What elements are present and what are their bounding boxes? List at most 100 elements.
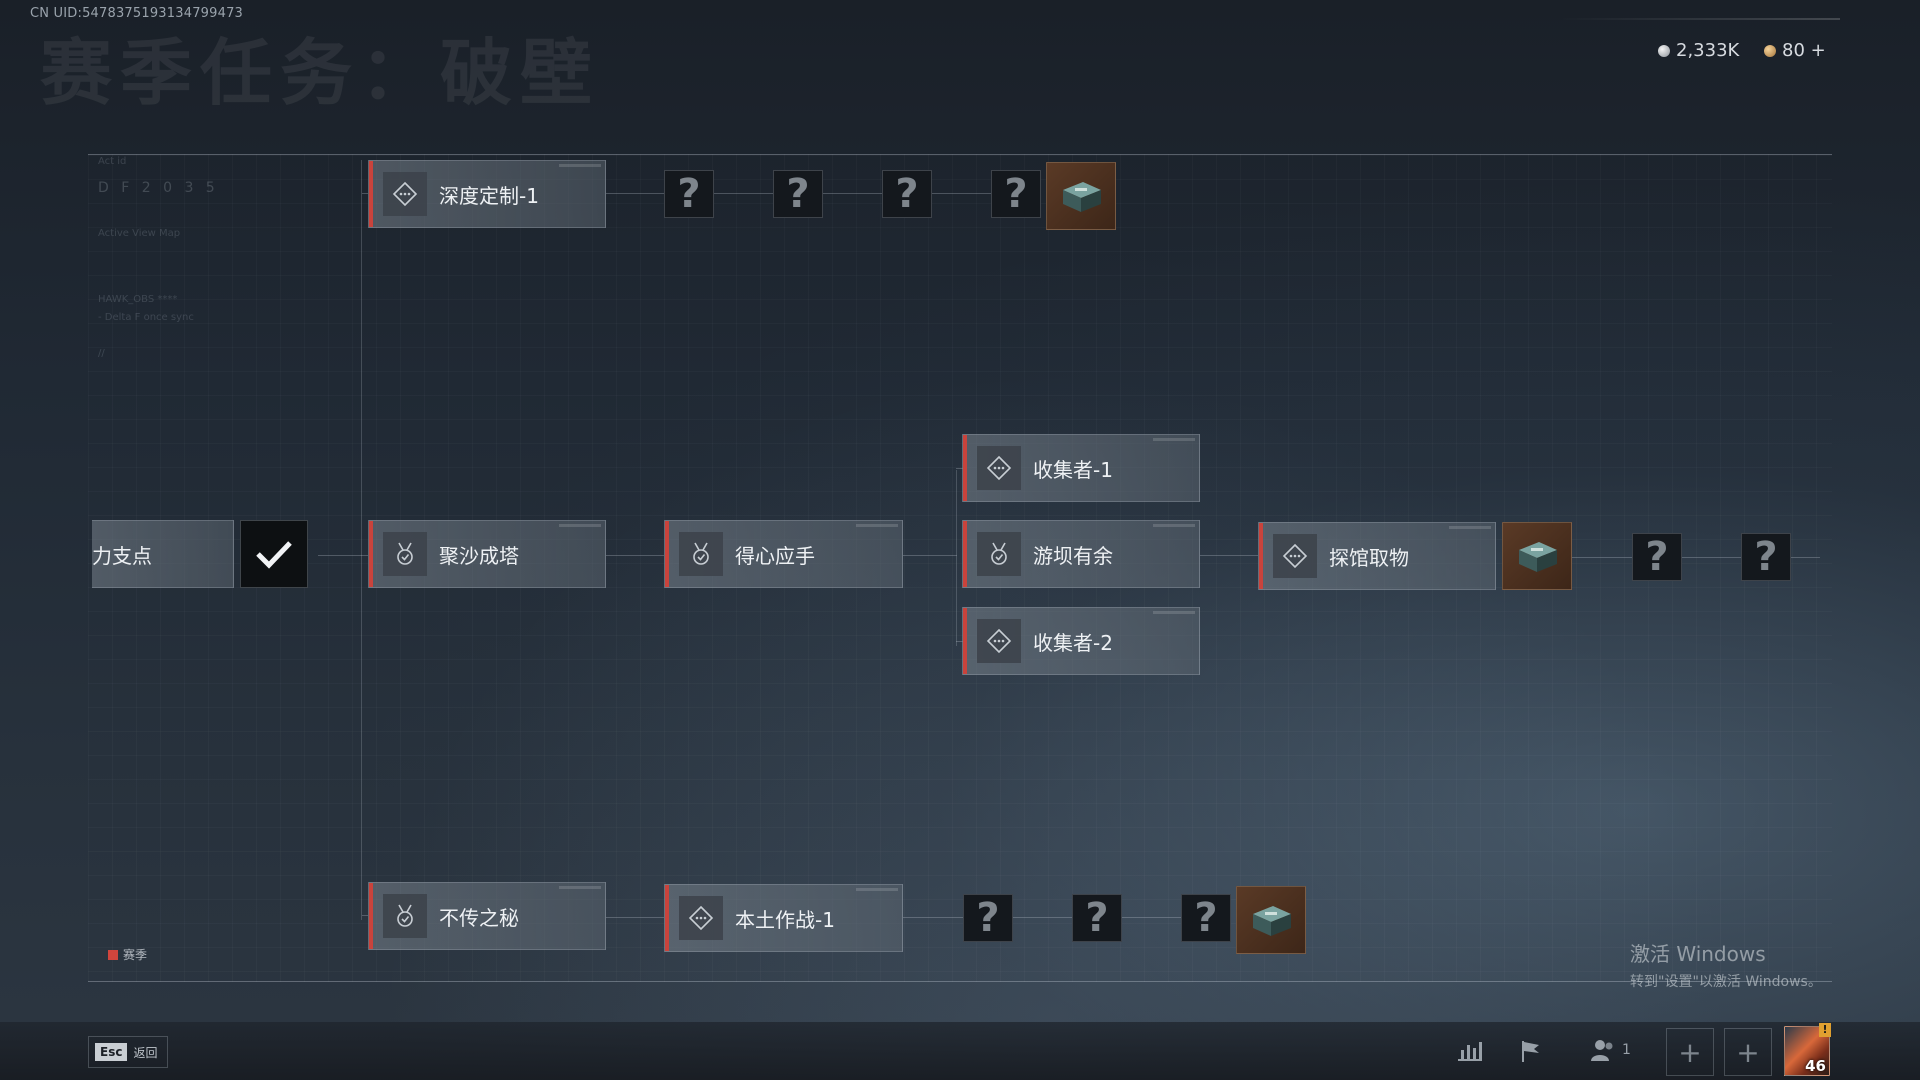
connector-line — [1200, 555, 1258, 556]
side-info-line: HAWK_OBS **** — [98, 294, 178, 305]
diamond-target-icon — [977, 619, 1021, 663]
node-corner-mark — [559, 164, 601, 167]
quest-accent-bar — [369, 883, 373, 949]
back-button[interactable]: Esc 返回 — [88, 1036, 169, 1068]
tree-trunk-line — [361, 160, 362, 920]
party-members[interactable]: 1 — [1590, 1038, 1631, 1062]
connector-line — [956, 468, 964, 469]
diamond-target-icon — [1273, 534, 1317, 578]
connector-line — [362, 555, 368, 556]
locked-quest-node[interactable]: ? — [1632, 533, 1682, 581]
stats-icon[interactable] — [1456, 1038, 1484, 1062]
side-info-line: Act id — [98, 156, 127, 167]
quest-node-surplus[interactable]: 游坝有余 — [962, 520, 1200, 588]
player-uid: CN UID:5478375193134799473 — [30, 6, 244, 21]
back-label: 返回 — [133, 1045, 158, 1060]
silver-currency: 2,333K — [1658, 40, 1739, 61]
watermark-title: 激活 Windows — [1630, 942, 1766, 966]
quest-label: 游坝有余 — [1033, 543, 1113, 568]
quest-label: 不传之秘 — [439, 905, 519, 930]
diamond-target-icon — [383, 172, 427, 216]
add-party-slot-button[interactable]: + — [1724, 1028, 1772, 1076]
page-background-title: 赛季任务：破壁 — [40, 31, 601, 115]
node-corner-mark — [856, 888, 898, 891]
header-divider — [1560, 18, 1840, 20]
node-corner-mark — [559, 886, 601, 889]
side-info-line: Active View Map — [98, 228, 181, 239]
connector-line — [932, 193, 991, 194]
connector-line — [362, 915, 368, 916]
locked-quest-node[interactable]: ? — [664, 170, 714, 218]
quest-node-collector-2[interactable]: 收集者-2 — [962, 607, 1200, 675]
quest-node-museum-retrieval[interactable]: 探馆取物 — [1258, 522, 1496, 590]
quest-label: 深度定制-1 — [439, 183, 539, 208]
quest-accent-bar — [665, 885, 669, 951]
quest-node-home-battle[interactable]: 本土作战-1 — [664, 884, 903, 952]
season-legend-label: 赛季 — [123, 948, 148, 962]
side-df-code: D F 2 0 3 5 — [98, 180, 219, 196]
season-color-swatch — [108, 949, 118, 960]
locked-quest-node[interactable]: ? — [1741, 533, 1791, 581]
node-corner-mark — [1153, 438, 1195, 441]
reward-chest-icon[interactable] — [1236, 886, 1306, 954]
quest-label: 聚沙成塔 — [439, 543, 519, 568]
quest-node-deep-customization[interactable]: 深度定制-1 — [368, 160, 606, 228]
connector-line — [318, 555, 362, 556]
node-corner-mark — [1449, 526, 1491, 529]
connector-line — [362, 193, 368, 194]
quest-node-collector-1[interactable]: 收集者-1 — [962, 434, 1200, 502]
quest-accent-bar — [963, 521, 967, 587]
quest-node-fulcrum[interactable]: 力支点 — [92, 520, 234, 588]
connector-line — [714, 193, 773, 194]
bottom-bar — [0, 1022, 1920, 1080]
gold-currency[interactable]: 80 + — [1764, 40, 1826, 61]
player-avatar[interactable]: ! 46 — [1784, 1023, 1831, 1076]
medal-icon — [383, 532, 427, 576]
locked-quest-node[interactable]: ? — [882, 170, 932, 218]
locked-quest-node[interactable]: ? — [773, 170, 823, 218]
branch-line — [956, 470, 957, 646]
quest-accent-bar — [369, 521, 373, 587]
flag-icon[interactable] — [1518, 1038, 1544, 1064]
connector-line — [1013, 917, 1072, 918]
quest-accent-bar — [665, 521, 669, 587]
locked-quest-node[interactable]: ? — [963, 894, 1013, 942]
completed-check-icon[interactable] — [240, 520, 308, 588]
quest-accent-bar — [963, 608, 967, 674]
connector-line — [903, 555, 957, 556]
reward-chest-icon[interactable] — [1502, 522, 1572, 590]
connector-line — [606, 917, 664, 918]
node-corner-mark — [856, 524, 898, 527]
player-level: 46 — [1805, 1057, 1826, 1075]
add-party-slot-button[interactable]: + — [1666, 1028, 1714, 1076]
side-info-line: // — [98, 348, 105, 359]
node-corner-mark — [559, 524, 601, 527]
diamond-target-icon — [977, 446, 1021, 490]
quest-accent-bar — [1259, 523, 1263, 589]
locked-quest-node[interactable]: ? — [1072, 894, 1122, 942]
connector-line — [956, 641, 964, 642]
quest-node-proficient[interactable]: 得心应手 — [664, 520, 903, 588]
quest-label: 得心应手 — [735, 543, 815, 568]
silver-amount: 2,333K — [1676, 40, 1740, 61]
locked-quest-node[interactable]: ? — [991, 170, 1041, 218]
connector-line — [1682, 557, 1741, 558]
watermark-subtitle: 转到"设置"以激活 Windows。 — [1630, 974, 1822, 990]
node-corner-mark — [1153, 524, 1195, 527]
locked-quest-node[interactable]: ? — [1181, 894, 1231, 942]
reward-chest-icon[interactable] — [1046, 162, 1116, 230]
quest-label: 本土作战-1 — [735, 907, 835, 932]
medal-icon — [679, 532, 723, 576]
quest-node-secret[interactable]: 不传之秘 — [368, 882, 606, 950]
connector-line — [606, 555, 664, 556]
season-legend: 赛季 — [108, 946, 147, 963]
quest-label: 收集者-1 — [1033, 457, 1113, 482]
diamond-target-icon — [679, 896, 723, 940]
connector-line — [823, 193, 882, 194]
connector-line — [903, 917, 963, 918]
quest-label: 收集者-2 — [1033, 630, 1113, 655]
node-corner-mark — [1153, 611, 1195, 614]
notification-badge: ! — [1819, 1023, 1831, 1037]
connector-line — [1572, 557, 1632, 558]
quest-node-sand-tower[interactable]: 聚沙成塔 — [368, 520, 606, 588]
